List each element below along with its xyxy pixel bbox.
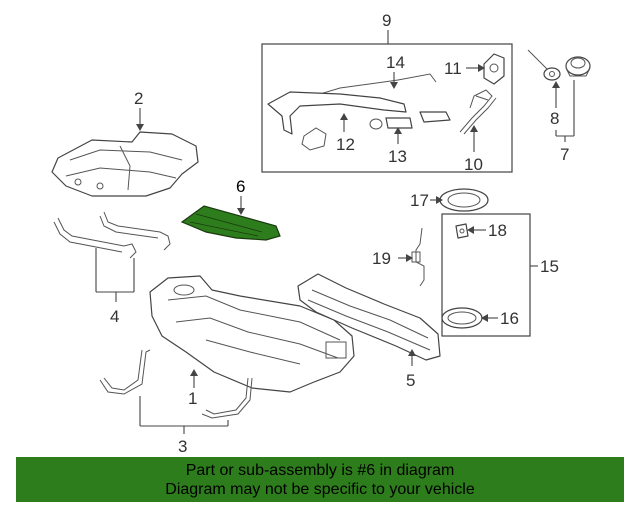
part-13-hose[interactable] — [369, 111, 451, 130]
part-6-heat-shield[interactable] — [180, 205, 281, 241]
arrow-head — [481, 314, 488, 322]
arrow-head — [406, 254, 413, 262]
part-8-tether[interactable] — [527, 49, 561, 81]
arrow-head — [478, 64, 485, 72]
callout-6: 6 — [236, 177, 245, 196]
part-2-shield[interactable] — [51, 131, 199, 197]
exploded-parts-diagram: 2 4 6 1 — [51, 11, 591, 456]
arrow-head — [552, 81, 560, 88]
info-banner: Part or sub-assembly is #6 in diagram Di… — [16, 457, 624, 502]
part-17-seal-ring[interactable] — [439, 188, 489, 212]
arrow-head — [390, 82, 398, 89]
part-3-straps[interactable] — [99, 349, 253, 419]
callout-14: 14 — [386, 53, 405, 72]
banner-line-2: Diagram may not be specific to your vehi… — [165, 481, 475, 498]
callout-18: 18 — [488, 221, 507, 240]
callout-7: 7 — [560, 145, 569, 164]
callout-11: 11 — [444, 59, 462, 78]
part-7-fuel-cap[interactable] — [565, 56, 591, 77]
callout-16: 16 — [500, 309, 519, 328]
part-19-sender[interactable] — [411, 227, 425, 287]
arrow-head — [436, 196, 443, 204]
callout-10: 10 — [464, 155, 483, 174]
callout-13: 13 — [388, 147, 407, 166]
part-12-filler-pipe[interactable] — [267, 91, 407, 151]
callout-19: 19 — [372, 249, 391, 268]
callout-12: 12 — [336, 135, 355, 154]
part-1-fuel-tank[interactable] — [149, 275, 355, 393]
arrow-head — [237, 208, 245, 215]
part-11-housing[interactable] — [483, 53, 505, 85]
callout-15: 15 — [540, 257, 559, 276]
callout-5: 5 — [406, 371, 415, 390]
callout-8: 8 — [550, 109, 559, 128]
arrow-head — [190, 369, 198, 376]
callout-3: 3 — [178, 437, 187, 456]
arrow-head — [408, 349, 416, 356]
part-4-straps[interactable] — [53, 211, 171, 259]
arrow-head — [340, 113, 348, 120]
part-16-gasket[interactable] — [441, 307, 483, 329]
group-15-box — [441, 213, 531, 337]
part-10-bracket[interactable] — [459, 89, 497, 135]
callout-4: 4 — [110, 307, 119, 326]
arrow-head — [136, 124, 144, 131]
group-9-box — [261, 43, 513, 173]
callout-17: 17 — [410, 191, 429, 210]
part-5-side-shield[interactable] — [297, 273, 441, 361]
part-18-clip[interactable] — [455, 223, 469, 239]
callout-2: 2 — [134, 89, 143, 108]
arrow-head — [470, 125, 478, 132]
arrow-head — [467, 226, 474, 234]
arrow-head — [394, 127, 402, 134]
banner-line-1: Part or sub-assembly is #6 in diagram — [185, 462, 455, 479]
callout-1: 1 — [188, 389, 197, 408]
callout-9: 9 — [382, 11, 391, 30]
